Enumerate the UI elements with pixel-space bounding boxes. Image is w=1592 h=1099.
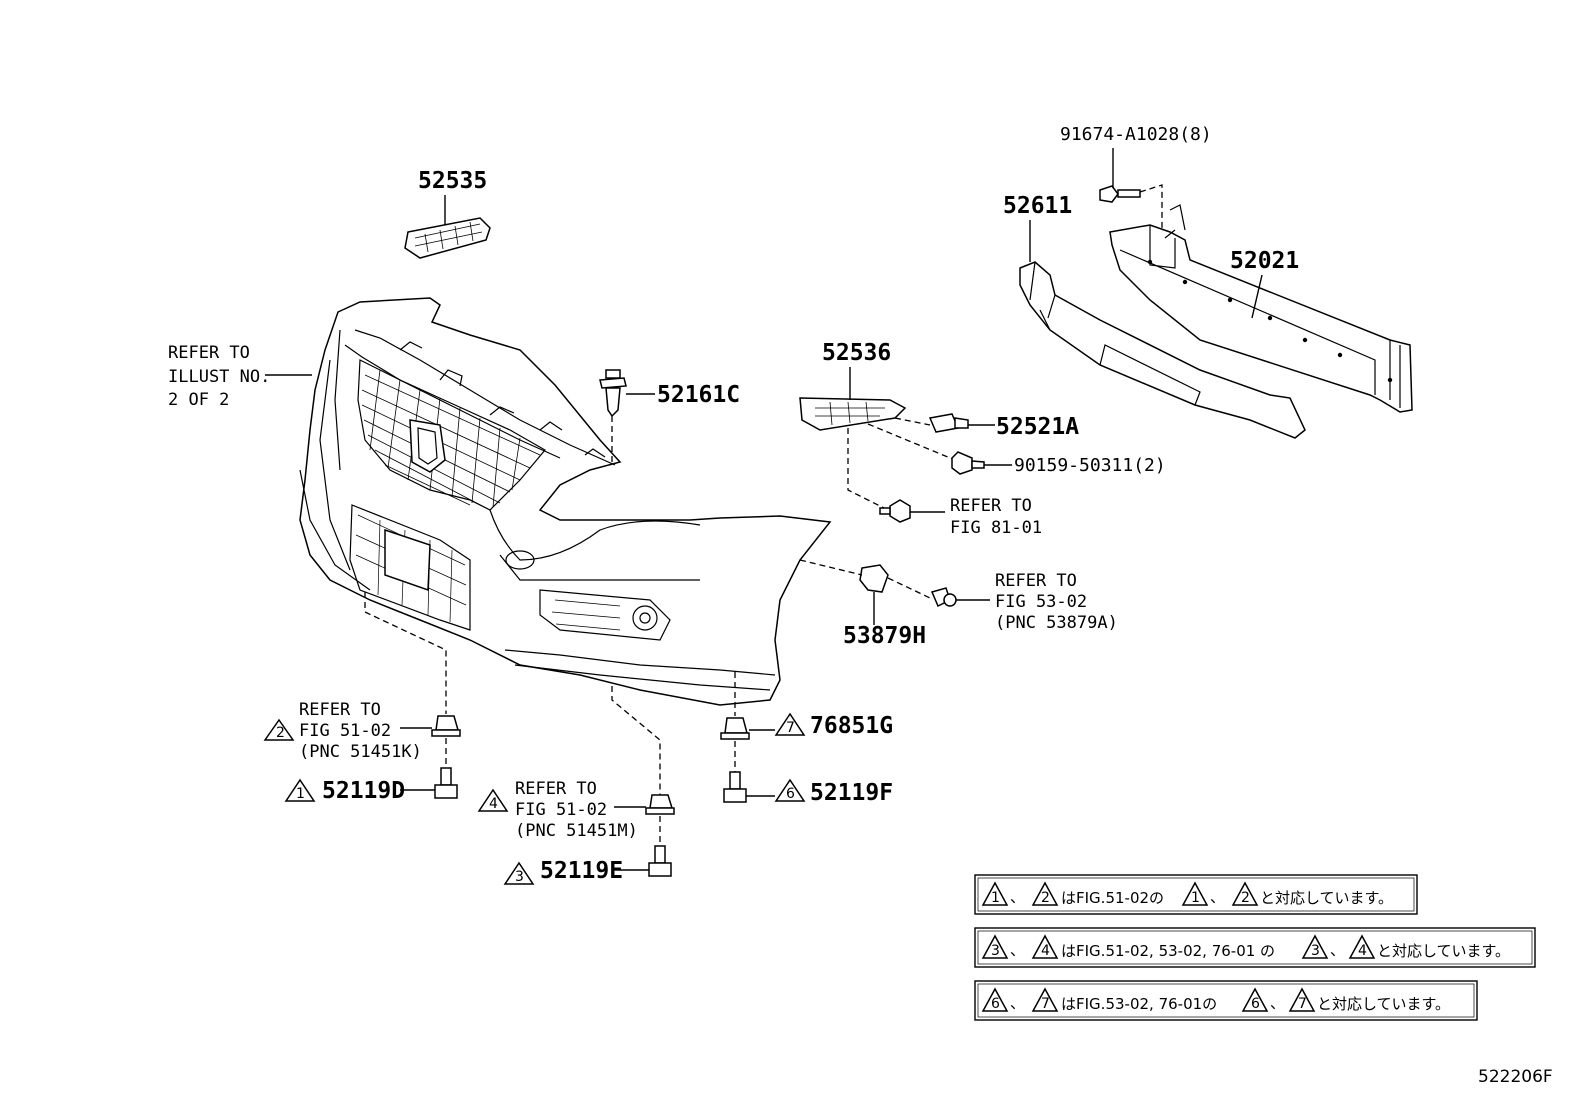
bolt-91674-drawing: [1099, 185, 1141, 203]
front-bumper-cover: [299, 297, 832, 706]
screw-52119e-drawing: [648, 845, 672, 877]
refer-fig5102k-line3: (PNC 51451K): [299, 742, 422, 762]
absorber-52611-drawing: [1019, 261, 1306, 439]
reinforcement-52021-drawing: [1109, 204, 1413, 413]
part-number-52611: 52611: [1003, 193, 1072, 219]
part-number-52119d: 52119D: [322, 778, 405, 804]
note1-text: はFIG.51-02の: [1061, 889, 1164, 907]
part-number-91674: 91674-A1028(8): [1060, 124, 1212, 145]
note1-marker-a: 1: [991, 890, 1000, 906]
note3-sep-a: 、: [1010, 994, 1025, 1012]
part-number-52119e: 52119E: [540, 858, 623, 884]
note3-marker-d: 7: [1298, 996, 1307, 1012]
marker-triangle-6: [774, 778, 806, 802]
refer-illust-line3: 2 OF 2: [168, 390, 229, 410]
marker-number-2: 2: [276, 725, 285, 741]
note-box-3: 6 、 7 はFIG.53-02, 76-01の 6 、 7 と対応しています。: [974, 980, 1478, 1021]
refer-fig5302-line1: REFER TO: [995, 571, 1077, 591]
clip-76851g-drawing: [720, 717, 750, 740]
figure-id: 522206F: [1478, 1067, 1553, 1087]
part-number-53879h: 53879H: [843, 623, 926, 649]
note3-tail: と対応しています。: [1317, 995, 1450, 1013]
refer-illust-line1: REFER TO: [168, 343, 250, 363]
screw-52119d-drawing: [434, 767, 458, 799]
part-number-52535: 52535: [418, 168, 487, 194]
note2-marker-d: 4: [1358, 943, 1367, 959]
note-box-2: 3 、 4 はFIG.51-02, 53-02, 76-01 の 3 、 4 と…: [974, 927, 1536, 968]
note2-marker-c: 3: [1311, 943, 1320, 959]
note1-marker-b: 2: [1041, 890, 1050, 906]
screw-fig5302-drawing: [930, 587, 957, 608]
refer-fig5102m-line1: REFER TO: [515, 779, 597, 799]
refer-fig5102k-line2: FIG 51-02: [299, 721, 391, 741]
marker-number-3: 3: [515, 869, 524, 885]
bracket-53879h-drawing: [859, 564, 889, 593]
marker-number-7: 7: [786, 720, 795, 736]
note2-marker-b: 4: [1041, 943, 1050, 959]
part-number-52521a: 52521A: [996, 414, 1079, 440]
marker-number-4: 4: [489, 796, 498, 812]
clip-52521a-drawing: [928, 413, 969, 433]
note-box-1: 1 、 2 はFIG.51-02の 1 、 2 と対応しています。: [974, 874, 1418, 915]
part-number-52119f: 52119F: [810, 780, 893, 806]
refer-fig5102m-line2: FIG 51-02: [515, 800, 607, 820]
marker-triangle-3: [503, 861, 535, 885]
refer-illust-line2: ILLUST NO.: [168, 367, 270, 387]
note3-text: はFIG.53-02, 76-01の: [1061, 995, 1217, 1013]
screw-fig8101-drawing: [879, 499, 911, 523]
refer-fig5302-line2: FIG 53-02: [995, 592, 1087, 612]
note1-sep-a: 、: [1010, 888, 1025, 906]
refer-fig8101-line2: FIG 81-01: [950, 518, 1042, 538]
note2-sep-a: 、: [1010, 941, 1025, 959]
bracket-52535-drawing: [404, 217, 491, 259]
note2-text: はFIG.51-02, 53-02, 76-01 の: [1061, 942, 1275, 960]
part-number-52536: 52536: [822, 340, 891, 366]
note1-sep-b: 、: [1210, 888, 1225, 906]
marker-triangle-4: [477, 788, 509, 812]
refer-fig5302-line3: (PNC 53879A): [995, 613, 1118, 633]
marker-number-6: 6: [786, 786, 795, 802]
refer-fig8101-line1: REFER TO: [950, 496, 1032, 516]
screw-90159-drawing: [951, 451, 985, 475]
part-number-76851g: 76851G: [810, 713, 893, 739]
note2-sep-b: 、: [1330, 941, 1345, 959]
note3-marker-a: 6: [991, 996, 1000, 1012]
note1-marker-c: 1: [1191, 890, 1200, 906]
note3-marker-b: 7: [1041, 996, 1050, 1012]
note2-marker-a: 3: [991, 943, 1000, 959]
marker-triangle-2: [263, 718, 295, 741]
clip-52161c-drawing: [599, 369, 627, 418]
note3-sep-b: 、: [1270, 994, 1285, 1012]
refer-fig5102m-line3: (PNC 51451M): [515, 821, 638, 841]
screw-52119f-drawing: [723, 771, 747, 803]
marker-triangle-7: [774, 712, 806, 736]
bracket-52536-drawing: [799, 397, 907, 431]
part-number-90159: 90159-50311(2): [1014, 455, 1166, 476]
note3-marker-c: 6: [1251, 996, 1260, 1012]
refer-fig5102k-line1: REFER TO: [299, 700, 381, 720]
note1-tail: と対応しています。: [1260, 889, 1393, 907]
note1-marker-d: 2: [1241, 890, 1250, 906]
marker-number-1: 1: [296, 786, 305, 802]
part-number-52021: 52021: [1230, 248, 1299, 274]
marker-triangle-1: [284, 778, 316, 802]
part-number-52161c: 52161C: [657, 382, 740, 408]
note2-tail: と対応しています。: [1377, 942, 1510, 960]
clip-51451k-drawing: [431, 715, 461, 737]
clip-51451m-drawing: [645, 794, 675, 815]
